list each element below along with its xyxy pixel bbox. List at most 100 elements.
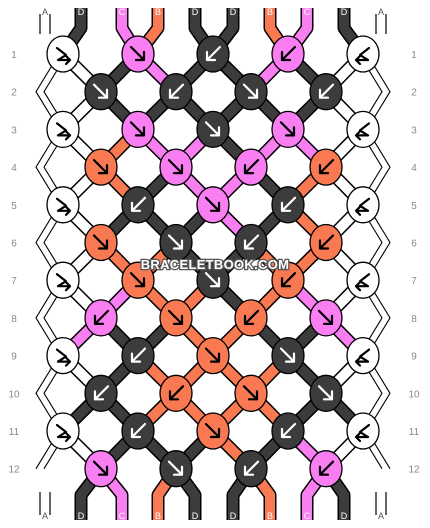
knot bbox=[309, 148, 343, 186]
knot-arrow-icon bbox=[318, 460, 335, 476]
knot-arrow-icon bbox=[354, 46, 371, 66]
knot-arrow-icon bbox=[318, 159, 335, 175]
knot bbox=[121, 336, 155, 375]
row-number-right: 9 bbox=[411, 352, 417, 363]
knot-arrow-icon bbox=[92, 159, 109, 175]
bottom-strand-letter: A bbox=[378, 511, 384, 521]
row-number-left: 1 bbox=[11, 50, 17, 61]
row-number-left: 3 bbox=[11, 125, 17, 136]
top-strand-letter: A bbox=[378, 7, 384, 17]
top-strand-1 bbox=[39, 14, 51, 34]
knot-arrow-icon bbox=[93, 309, 110, 325]
bottom-strand-letter: B bbox=[267, 511, 273, 521]
knot bbox=[271, 336, 305, 375]
row-number-right: 5 bbox=[411, 201, 417, 212]
bottom-strand-letter: A bbox=[42, 511, 48, 521]
knot bbox=[46, 261, 80, 299]
row-number-right: 7 bbox=[411, 276, 417, 287]
knot-arrow-icon bbox=[243, 309, 260, 325]
knot-arrow-icon bbox=[243, 159, 260, 175]
knot bbox=[309, 374, 343, 412]
row-number-left: 2 bbox=[11, 88, 17, 99]
knot-arrow-icon bbox=[168, 83, 185, 99]
bottom-strand-letter: D bbox=[341, 511, 348, 521]
knot bbox=[46, 412, 80, 450]
row-number-left: 8 bbox=[11, 314, 17, 325]
knot-arrow-icon bbox=[55, 197, 72, 216]
knot-arrow-icon bbox=[204, 196, 221, 212]
knot-arrow-icon bbox=[55, 273, 72, 292]
knot-arrow-icon bbox=[317, 309, 334, 325]
row-number-right: 6 bbox=[411, 239, 417, 250]
row-number-left: 10 bbox=[8, 389, 20, 400]
knot bbox=[121, 110, 155, 149]
knot-arrow-icon bbox=[167, 234, 184, 250]
knot bbox=[196, 412, 230, 450]
knot-arrow-icon bbox=[204, 272, 221, 288]
knot bbox=[346, 110, 380, 149]
knot-arrow-icon bbox=[167, 460, 184, 476]
row-number-right: 10 bbox=[408, 389, 420, 400]
knot bbox=[196, 35, 230, 73]
knot-arrow-icon bbox=[354, 197, 371, 216]
knot-arrow-icon bbox=[92, 460, 109, 476]
knot bbox=[234, 73, 268, 111]
knot bbox=[196, 261, 230, 299]
knot-arrow-icon bbox=[129, 121, 146, 137]
knot bbox=[46, 186, 80, 224]
bottom-strand-letter: C bbox=[304, 511, 311, 521]
knot bbox=[84, 374, 118, 412]
bottom-strand-letter: C bbox=[119, 511, 126, 521]
knot-arrow-icon bbox=[204, 422, 221, 439]
knot-arrow-icon bbox=[55, 122, 72, 141]
knot bbox=[196, 110, 230, 149]
knot-arrow-icon bbox=[318, 83, 335, 99]
knot bbox=[46, 336, 80, 375]
knot-arrow-icon bbox=[279, 121, 296, 137]
row-number-left: 12 bbox=[8, 465, 20, 476]
knot-arrow-icon bbox=[280, 272, 297, 288]
top-strand-letter: B bbox=[155, 7, 161, 17]
knot bbox=[159, 450, 193, 488]
knot-arrow-icon bbox=[317, 385, 334, 401]
knot bbox=[309, 73, 343, 111]
knot bbox=[159, 73, 193, 111]
knot-arrow-icon bbox=[318, 234, 335, 250]
knot bbox=[346, 186, 380, 224]
knot-arrow-icon bbox=[129, 272, 146, 288]
row-number-right: 4 bbox=[411, 163, 417, 174]
knot bbox=[46, 110, 80, 149]
row-number-left: 6 bbox=[11, 239, 17, 250]
watermark-text: BRACELETBOOK.COM bbox=[141, 257, 290, 272]
knot bbox=[271, 110, 305, 149]
top-strand-letter: B bbox=[267, 7, 273, 17]
knot bbox=[84, 223, 118, 262]
bottom-strand-10 bbox=[375, 492, 387, 515]
knot bbox=[309, 450, 343, 488]
knot bbox=[271, 412, 305, 450]
knot-arrow-icon bbox=[55, 423, 72, 443]
knot bbox=[46, 35, 80, 73]
knot bbox=[159, 299, 193, 337]
knot-arrow-icon bbox=[243, 460, 260, 476]
knot-arrow-icon bbox=[204, 347, 221, 363]
bottom-strand-letter: D bbox=[230, 511, 237, 521]
knot-arrow-icon bbox=[92, 83, 109, 99]
knot bbox=[346, 412, 380, 450]
knot bbox=[121, 261, 155, 299]
row-number-left: 11 bbox=[9, 427, 20, 438]
knot bbox=[271, 261, 305, 299]
knot-arrow-icon bbox=[205, 45, 222, 62]
knot-arrow-icon bbox=[243, 234, 260, 250]
row-number-left: 9 bbox=[11, 352, 17, 363]
top-strand-letter: C bbox=[119, 7, 126, 17]
top-strand-letter: D bbox=[230, 7, 237, 17]
top-strand-letter: C bbox=[304, 7, 311, 17]
knot bbox=[234, 374, 268, 412]
knot-arrow-icon bbox=[93, 385, 110, 401]
knot bbox=[159, 223, 193, 262]
knot bbox=[84, 450, 118, 488]
knot-arrow-icon bbox=[130, 196, 147, 212]
knot-arrow-icon bbox=[167, 309, 184, 325]
knot-arrow-icon bbox=[280, 196, 297, 212]
